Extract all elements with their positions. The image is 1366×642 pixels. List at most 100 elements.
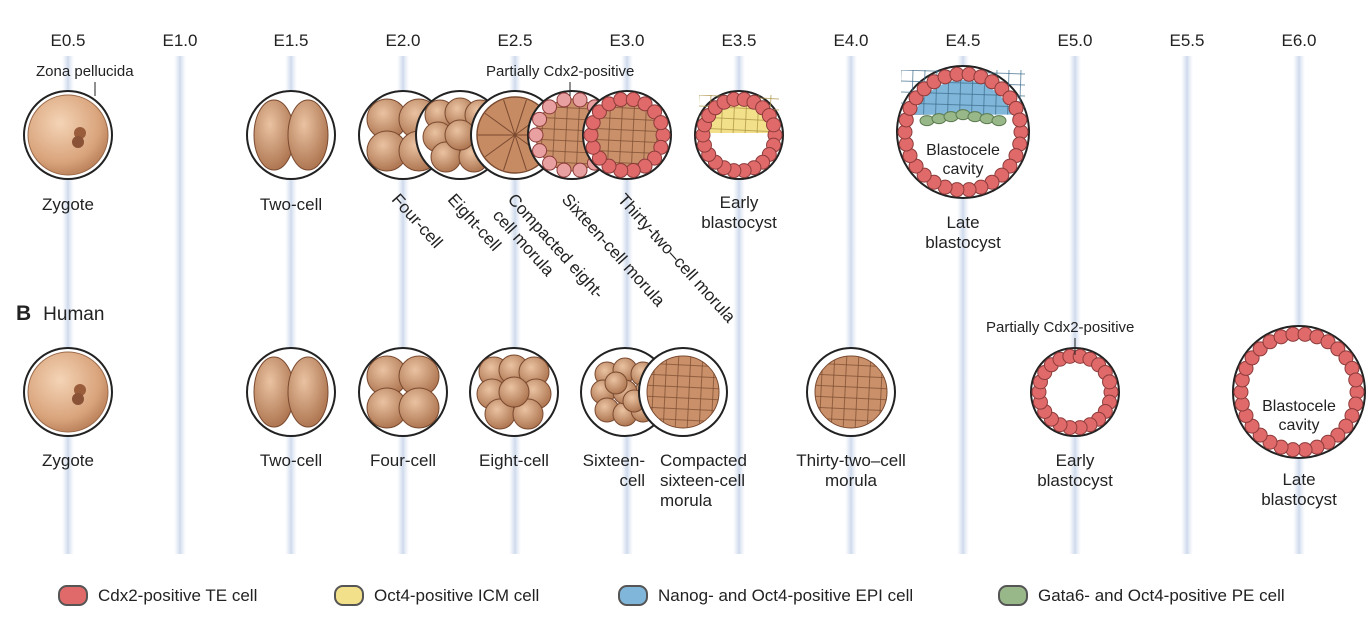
te-cell-swatch-icon [58, 585, 88, 606]
stage-label-line: blastocyst [1037, 471, 1113, 490]
stage-label-eight-cell: Eight-cell [479, 451, 549, 470]
te-cell [542, 99, 558, 115]
stage-label-early-blastocyst: Early blastocyst [1037, 451, 1113, 491]
cell-boundary [744, 95, 748, 133]
legend-label: Oct4-positive ICM cell [374, 585, 540, 605]
cell-boundary [815, 373, 887, 379]
cdx2-annotation-human: Partially Cdx2-positive [986, 319, 1135, 336]
zona-pellucida-annotation: Zona pellucida [36, 63, 134, 80]
section-letter: B [16, 302, 32, 325]
timeline-tick: E1.5 [273, 31, 309, 50]
cavity-label-line: cavity [942, 161, 984, 178]
embryo-late-blastocyst [1232, 325, 1366, 459]
cell [287, 356, 329, 428]
section-title: Human [43, 304, 105, 325]
timeline-band [174, 56, 186, 554]
cell [512, 398, 544, 430]
legend-item-icm: Oct4-positive ICM cell [334, 585, 539, 606]
blastocele-cavity-label: Blastocele cavity [926, 141, 1000, 179]
te-cell [766, 117, 782, 133]
te-cell [572, 162, 588, 178]
cell-boundary [842, 356, 848, 428]
stage-label-line: Compacted [660, 451, 747, 470]
embryo-four-cell [358, 347, 448, 437]
timeline-tick: E6.0 [1281, 31, 1317, 50]
timeline-tick: E5.5 [1169, 31, 1205, 50]
section-heading-human: B Human [16, 302, 104, 326]
legend-item-pe: Gata6- and Oct4-positive PE cell [998, 585, 1285, 606]
stage-label-line: blastocyst [925, 233, 1001, 252]
embryo-compacted-sixteen [638, 347, 728, 437]
timeline-tick: E2.0 [385, 31, 421, 50]
legend-label: Nanog- and Oct4-positive EPI cell [658, 585, 914, 605]
cell-boundary [674, 356, 680, 428]
cell-boundary [484, 134, 516, 158]
te-cell [532, 143, 548, 159]
cell-boundary [662, 356, 668, 428]
te-cell [601, 158, 617, 174]
stage-label-sixteen-cell: Sixteen- cell [575, 451, 645, 491]
te-cell [1012, 112, 1028, 128]
cavity [1039, 356, 1111, 428]
stage-label-late-blastocyst: Late blastocyst [925, 213, 1001, 253]
stage-label-zygote: Zygote [42, 451, 94, 470]
te-cell [583, 127, 599, 143]
cell-boundary [575, 99, 581, 171]
cell-boundary [618, 99, 624, 171]
te-cell [653, 115, 669, 131]
cell-boundary [935, 70, 938, 115]
cell-boundary [514, 99, 527, 136]
stage-label-late-blastocyst: Late blastocyst [1261, 470, 1337, 510]
cell-boundary [699, 127, 779, 133]
stage-label-line: Thirty-two–cell [796, 451, 906, 470]
cell-boundary [503, 99, 516, 136]
timeline-tick: E5.0 [1057, 31, 1093, 50]
cell-boundary [563, 99, 569, 171]
cell-mass [646, 355, 720, 429]
stage-label-line: blastocyst [701, 213, 777, 232]
stage-label-two-cell: Two-cell [259, 195, 323, 214]
pe-cell-swatch-icon [998, 585, 1028, 606]
te-cell [1102, 374, 1118, 390]
cell-boundary [866, 356, 872, 428]
embryo-eight-cell [469, 347, 559, 437]
embryo-two-cell [246, 90, 336, 180]
cell-boundary [484, 112, 516, 136]
cell-boundary [947, 70, 950, 115]
stage-label-line: sixteen-cell [660, 471, 746, 490]
cell [604, 371, 628, 395]
timeline-tick: E0.5 [50, 31, 86, 50]
te-cell [542, 155, 558, 171]
cell-boundary [854, 356, 860, 428]
embryo-two-cell [246, 347, 336, 437]
cell-boundary [815, 395, 887, 401]
te-cell [625, 162, 641, 178]
zona-pellucida [358, 347, 448, 437]
timeline-band [1181, 56, 1193, 554]
stage-label-line: Late [946, 213, 980, 232]
stage-label-thirty-two-cell: Thirty-two–cell morula [796, 451, 906, 491]
timeline-band [733, 56, 745, 554]
te-cell [528, 127, 544, 143]
cell-boundary [732, 95, 736, 133]
te-cell [647, 150, 663, 166]
stage-label-line: morula [825, 471, 877, 490]
te-cell [556, 92, 572, 108]
cell-boundary [901, 102, 1025, 108]
cell-boundary [698, 356, 704, 428]
cell-boundary [647, 395, 719, 401]
stage-label-line: Sixteen- [582, 451, 645, 470]
embryo-thirty-two-cell [806, 347, 896, 437]
stage-label-two-cell: Two-cell [259, 451, 323, 470]
cell-boundary [647, 406, 719, 412]
stage-label-line: morula [660, 491, 712, 510]
cell-boundary [911, 70, 914, 115]
stage-label-line: blastocyst [1261, 490, 1337, 509]
stage-label-line: Late [1282, 470, 1316, 489]
cdx2-annotation-mouse: Partially Cdx2-positive [486, 63, 635, 80]
stage-label-zygote: Zygote [42, 195, 94, 214]
embryo-zygote [23, 90, 113, 180]
stage-label-four-cell: Four-cell [369, 451, 437, 470]
stage-label-line: Early [719, 193, 759, 212]
stage-label-early-blastocyst: Early blastocyst [701, 193, 777, 233]
